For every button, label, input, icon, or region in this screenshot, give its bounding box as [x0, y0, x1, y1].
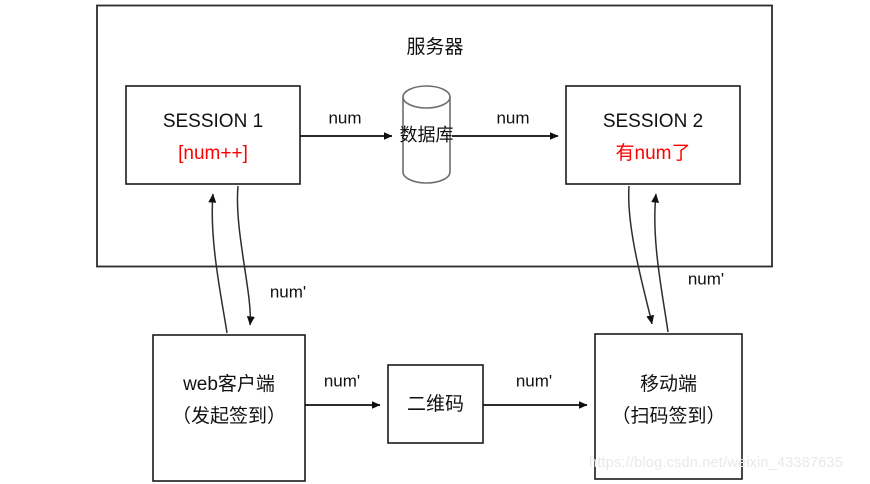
session1-box[interactable]	[125, 85, 301, 185]
qrcode-label: 二维码	[407, 393, 464, 415]
web-client-label-line1: web客户端	[182, 373, 275, 395]
edge-session2-to-mobile	[627, 185, 655, 325]
edge-mobile-to-session2	[651, 193, 669, 333]
session2-label-line1: SESSION 2	[603, 111, 703, 132]
edge-session1-to-webclient	[236, 185, 255, 326]
edge-label-database-to-session2: num	[496, 108, 529, 127]
session2-label-line2: 有num了	[616, 142, 691, 164]
database-cylinder-body	[402, 97, 451, 184]
session2-box[interactable]	[565, 85, 741, 185]
web-client-label-line2: （发起签到）	[172, 405, 286, 427]
database-cylinder-top	[402, 85, 451, 109]
qrcode-box[interactable]	[387, 364, 484, 444]
edge-label-webclient-to-qrcode: num'	[324, 371, 360, 390]
database-label: 数据库	[400, 125, 454, 145]
edge-label-session1-webclient: num'	[270, 282, 306, 301]
session1-label-line1: SESSION 1	[163, 111, 263, 132]
server-container-title: 服务器	[406, 36, 463, 58]
edge-label-qrcode-to-mobile: num'	[516, 371, 552, 390]
edge-webclient-to-session1	[208, 193, 228, 334]
server-container-box	[96, 4, 773, 268]
edge-label-session2-mobile: num'	[688, 269, 724, 288]
edge-label-session1-to-database: num	[328, 108, 361, 127]
web-client-box[interactable]	[152, 334, 306, 482]
mobile-box[interactable]	[594, 333, 743, 480]
session1-label-line2: [num++]	[178, 143, 248, 164]
mobile-label-line2: （扫码签到）	[611, 405, 725, 427]
mobile-label-line1: 移动端	[640, 373, 697, 395]
